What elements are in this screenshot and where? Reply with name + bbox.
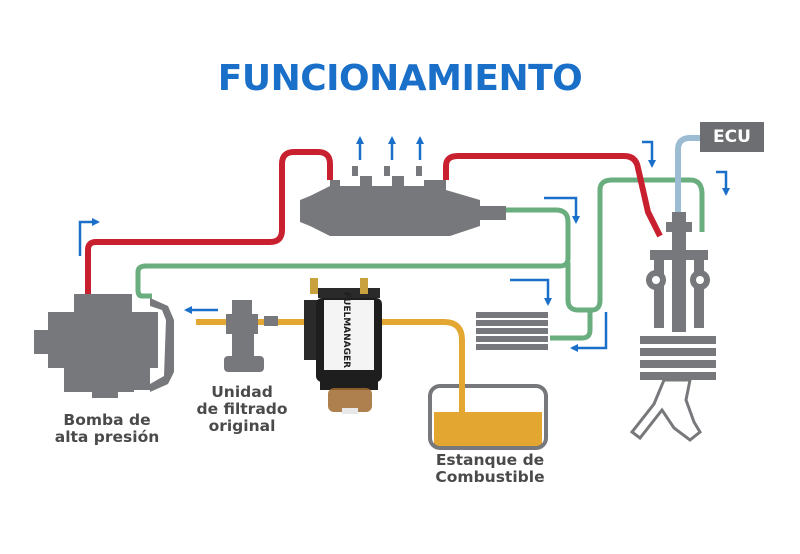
original-filter-unit bbox=[224, 300, 278, 372]
return-lines bbox=[135, 177, 705, 341]
fuel-tank bbox=[428, 384, 548, 450]
original-filter-label-line-3: original bbox=[208, 417, 276, 435]
tank-fuel-level bbox=[434, 412, 542, 446]
pump-label: Bomba de alta presión bbox=[44, 412, 170, 446]
tank-label-line-2: Combustible bbox=[435, 468, 545, 486]
fuel-cooler bbox=[476, 312, 548, 350]
pump-label-line-2: alta presión bbox=[54, 428, 160, 446]
high-pressure-pump bbox=[34, 294, 174, 398]
flow-arrows bbox=[78, 140, 730, 352]
fuelmanager-filter: FUELMANAGER bbox=[304, 278, 382, 414]
fuel-feed-line bbox=[196, 319, 465, 412]
high-pressure-lines bbox=[85, 149, 663, 296]
original-filter-label: Unidad de filtrado original bbox=[186, 384, 298, 435]
pump-label-line-1: Bomba de bbox=[63, 411, 151, 429]
original-filter-label-line-1: Unidad bbox=[211, 383, 273, 401]
tank-outline bbox=[428, 384, 548, 450]
filter-brand-text: FUELMANAGER bbox=[341, 292, 351, 368]
original-filter-label-line-2: de filtrado bbox=[196, 400, 288, 418]
engine-cylinder bbox=[629, 212, 716, 442]
tank-label: Estanque de Combustible bbox=[418, 452, 562, 486]
ecu-label: ECU bbox=[700, 122, 764, 152]
ecu-signal-line bbox=[675, 135, 700, 218]
tank-label-line-1: Estanque de bbox=[435, 451, 545, 469]
rail-relief-arrows bbox=[356, 136, 424, 160]
diagram-title: FUNCIONAMIENTO bbox=[217, 58, 583, 99]
common-rail bbox=[300, 166, 506, 236]
